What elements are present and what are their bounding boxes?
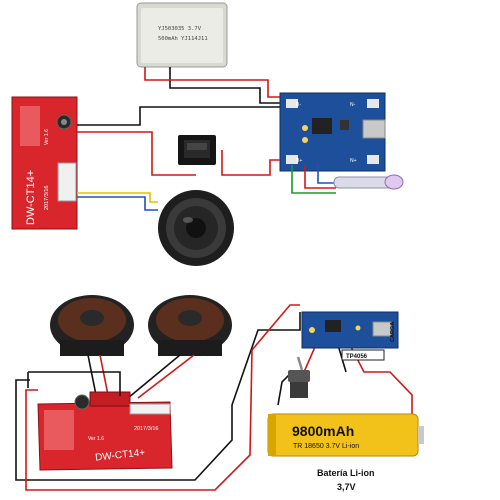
top-speaker-yellow-wire	[77, 192, 158, 203]
bottom-amp-date: 2017/3/16	[134, 426, 158, 432]
top-led-green-wire	[291, 165, 336, 194]
top-amp-version: Ver 1.6	[44, 129, 50, 145]
bottom-battery-capacity: 9800mAh	[292, 423, 354, 439]
top-battery-label-2: 500mAh YJ114J11	[158, 36, 208, 42]
bottom-speaker-left-black-wire	[87, 354, 97, 396]
bottom-amp-version: Ver 1.6	[88, 436, 104, 442]
bottom-speaker-left	[50, 295, 134, 356]
bottom-battery-caption-2: 3,7V	[337, 482, 356, 492]
bottom-battery-caption-1: Batería Li-ion	[317, 468, 375, 478]
bottom-speaker-right-black-wire	[127, 354, 181, 399]
top-battery-red-lead	[144, 67, 282, 98]
bottom-18650-battery: 9800mAh TR 18650 3.7V Li-ion	[267, 413, 424, 457]
bottom-speaker-right-red-wire	[137, 354, 195, 399]
top-switch-to-charger-wire	[221, 150, 280, 176]
top-speaker	[158, 190, 234, 266]
top-amp-ground-wire	[77, 106, 280, 126]
top-amp-board: DW-CT14+ Ver 1.6 2017/3/16	[11, 96, 78, 230]
bottom-amp-board: DW-CT14+ Ver 1.6 2017/3/16	[37, 391, 173, 471]
top-charger-nminus: N-	[350, 102, 356, 108]
top-charger-board: B- B+ N- N+	[279, 92, 386, 172]
bottom-battery-model: TR 18650 3.7V Li-ion	[293, 443, 359, 450]
top-charger-bplus: B+	[296, 158, 302, 164]
top-rgb-led	[333, 174, 404, 190]
bottom-main-black-wire	[15, 312, 301, 481]
top-battery-black-lead	[169, 67, 282, 104]
top-charger-bminus: B-	[296, 102, 301, 108]
top-charger-nplus: N+	[350, 158, 357, 164]
top-battery-label-1: YJ503035 3.7V	[158, 26, 202, 32]
bottom-speaker-left-red-wire	[99, 354, 109, 396]
top-rocker-switch[interactable]	[178, 135, 216, 165]
bottom-charger-chip-label: TP4056	[346, 354, 368, 360]
top-lipo-battery: YJ503035 3.7V 500mAh YJ114J11	[136, 2, 228, 68]
bottom-speaker-right	[148, 295, 232, 356]
bottom-main-red-wire	[25, 304, 300, 491]
top-amp-power-wire	[77, 131, 196, 176]
bottom-charge-port-label: CARGA	[390, 322, 396, 342]
bottom-toggle-switch[interactable]	[288, 356, 310, 398]
bottom-amp-black-lead	[27, 371, 121, 396]
top-speaker-blue-wire	[77, 196, 158, 211]
top-led-blue-wire	[317, 165, 336, 184]
bottom-charger-board: TP4056 CARGA	[301, 311, 399, 361]
bottom-battery-plus-wire	[349, 344, 413, 420]
top-led-red-wire	[304, 165, 336, 189]
top-amp-label: DW-CT14+	[25, 170, 37, 225]
bottom-amp-label: DW-CT14+	[95, 447, 146, 463]
top-amp-date: 2017/3/16	[44, 186, 50, 210]
